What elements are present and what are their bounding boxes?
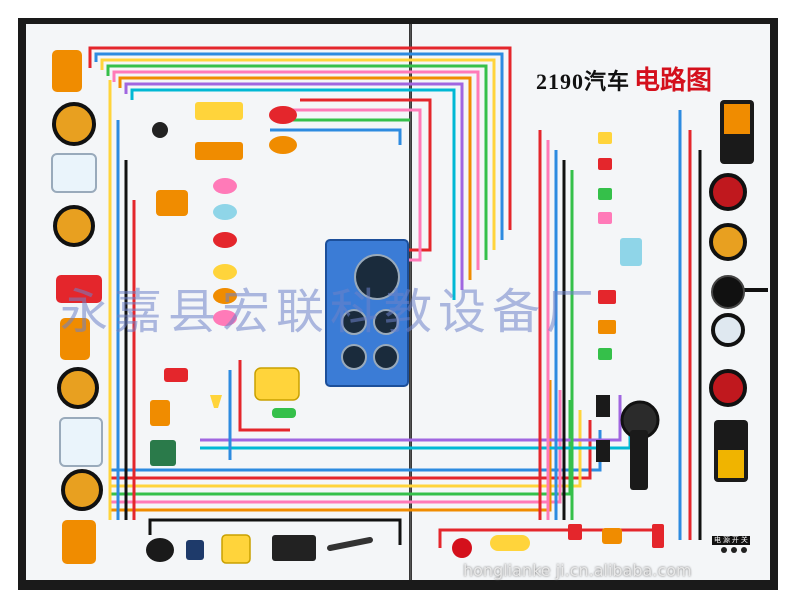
fuse-orange-2	[213, 288, 237, 304]
wire-red-top	[88, 46, 512, 230]
wire-red-bottom	[438, 528, 660, 548]
distributor-yellow	[254, 367, 300, 401]
starter-relay-yellow	[221, 534, 251, 564]
indicator-green	[598, 188, 612, 200]
regulator-green	[150, 440, 176, 466]
wire-purple-lower	[200, 395, 622, 442]
wire-cyan-top	[130, 88, 456, 300]
ignition-coil-indicator	[152, 122, 168, 138]
tail-lamp-left	[61, 469, 103, 511]
wire-purple-top	[124, 82, 464, 290]
starter-motor	[327, 537, 373, 551]
right-components	[596, 100, 754, 490]
wire-blue-top	[94, 52, 504, 240]
wire-yellow-top	[100, 58, 496, 250]
fuse-red-bottom	[568, 524, 582, 540]
battery	[272, 535, 316, 561]
green-connector	[272, 408, 296, 418]
horn-right	[711, 275, 745, 309]
turn-signal-lamp-mid-left	[60, 318, 90, 360]
reverse-lamp-left	[59, 417, 103, 467]
fuse-orange-bottom	[602, 528, 622, 544]
fuse-red-1	[269, 106, 297, 124]
wire-yellow-lower	[110, 410, 582, 488]
headlamp-left-mid	[57, 367, 99, 409]
indicator-red	[598, 158, 612, 170]
turn-signal-lamp-top-left	[52, 50, 82, 92]
indicator-green-2	[598, 348, 612, 360]
stop-lamp-right	[709, 173, 747, 211]
bottom-components	[146, 524, 747, 564]
terminal-3	[741, 547, 747, 553]
indicator-pink	[598, 212, 612, 224]
fuse-yellow-1	[213, 264, 237, 280]
diagram-title: 2190汽车 电路图	[536, 60, 712, 97]
wire-blue-center	[270, 128, 402, 145]
reverse-lamp-right	[711, 313, 745, 347]
relay-blue-bottom	[186, 540, 204, 560]
key-shaped-switch-orange	[195, 142, 243, 160]
main-fuse-red	[452, 538, 472, 558]
diagram-title-main: 电路图	[634, 66, 713, 95]
tail-lamp-box-bottom-amber	[718, 450, 744, 478]
switch-red-right	[598, 290, 616, 304]
horn-bottom	[146, 538, 174, 562]
fuse-pink-2	[213, 310, 237, 326]
left-components	[51, 50, 103, 564]
diagram-title-model: 2190汽车	[536, 69, 631, 94]
fuse-pink-1	[213, 178, 237, 194]
sensor-red	[164, 368, 188, 382]
fog-lamp-left	[51, 153, 97, 193]
switch-orange-right	[598, 320, 616, 334]
wire-pink-top	[112, 70, 480, 270]
fuse-orange-1	[269, 136, 297, 154]
terminal-2	[731, 547, 737, 553]
connector-block-1	[596, 395, 610, 417]
ammeter-gauge	[373, 344, 399, 370]
tail-lamp-box-top-amber	[724, 104, 750, 134]
connector-block-2	[596, 440, 610, 462]
oil-gauge	[341, 344, 367, 370]
wire-pink-lower	[110, 390, 562, 504]
watermark-text: 永嘉县宏联科教设备厂	[60, 284, 601, 340]
stop-lamp-right-bottom	[709, 369, 747, 407]
temperature-gauge	[373, 309, 399, 335]
power-switch-label: 电 源 开 关	[712, 536, 750, 545]
speedometer-gauge	[354, 254, 400, 300]
footer-url: honglianke ji.cn.alibaba.com	[463, 561, 692, 580]
wire-red-mid-left	[238, 360, 290, 432]
flasher-relay	[156, 190, 188, 216]
wire-orange-top	[118, 76, 472, 280]
wire-orange-lower	[110, 380, 552, 512]
instrument-cluster	[325, 239, 409, 387]
wiper-motor-relay	[620, 238, 642, 266]
horn-relay-left	[56, 275, 102, 303]
center-left-components	[150, 102, 300, 466]
side-lamp-right	[709, 223, 747, 261]
fuse-red-2	[213, 232, 237, 248]
turn-signal-lamp-bottom-left	[62, 520, 96, 564]
wire-black-bottom	[148, 518, 402, 545]
ignition-switch-body	[630, 430, 648, 490]
switch-yellow-small	[210, 395, 222, 408]
terminal-1	[721, 547, 727, 553]
side-lamp-left	[53, 205, 95, 247]
alternator-yellow	[490, 535, 530, 551]
key-shaped-switch-yellow	[195, 102, 243, 120]
wire-green-top	[106, 64, 488, 260]
wire-green-lower	[110, 400, 572, 496]
fuse-red-bottom-2	[652, 524, 664, 548]
oil-pressure-sensor	[150, 400, 170, 426]
headlamp-left-top	[52, 102, 96, 146]
indicator-yellow	[598, 132, 612, 144]
fuel-gauge	[341, 309, 367, 335]
fuse-cyan-1	[213, 204, 237, 220]
